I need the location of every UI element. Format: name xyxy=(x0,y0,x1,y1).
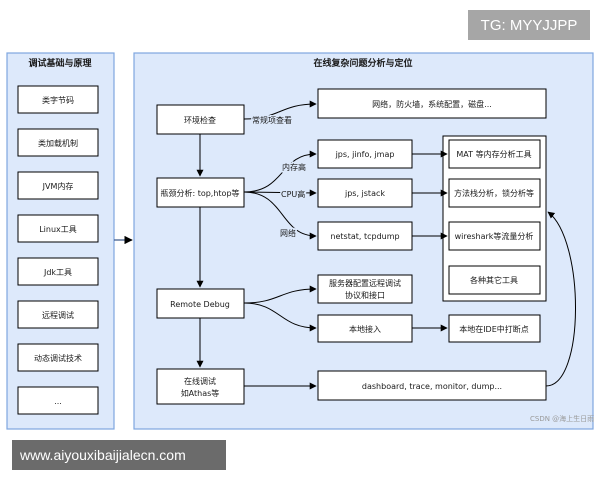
node-label: 环境检查 xyxy=(184,115,216,125)
arrow-bottleneck-to-jstack xyxy=(243,189,317,197)
left-item-linux-tools: Linux工具 xyxy=(17,214,99,243)
left-item-dynamic-debug: 动态调试技术 xyxy=(17,343,99,372)
node-label: 网络，防火墙，系统配置，磁盘... xyxy=(372,99,492,109)
node-jps-jstack: jps, jstack xyxy=(317,178,413,208)
node-env-check: 环境检查 xyxy=(156,104,245,135)
arrow-bottleneck-to-netstat xyxy=(243,191,317,240)
left-item-bytecode: 类字节码 xyxy=(17,85,99,114)
node-label: Remote Debug xyxy=(170,300,230,309)
node-label: 本地接入 xyxy=(349,324,381,334)
node-env-detail: 网络，防火墙，系统配置，磁盘... xyxy=(317,88,547,119)
arrow-bottleneck-to-jinfo xyxy=(243,150,317,193)
edge-label-routine: 常规项查看 xyxy=(252,115,292,125)
node-dashboard: dashboard, trace, monitor, dump... xyxy=(317,370,547,401)
node-label: 各种其它工具 xyxy=(470,275,518,285)
left-item-remote-debug: 远程调试 xyxy=(17,300,99,329)
node-other-tools: 各种其它工具 xyxy=(448,265,541,295)
arrow-env-to-detail xyxy=(243,100,317,120)
arrow-remote-to-local xyxy=(243,302,317,332)
node-wireshark: wireshark等流量分析 xyxy=(448,221,541,251)
left-item-label: 远程调试 xyxy=(42,310,74,320)
left-item-jdk-tools: Jdk工具 xyxy=(17,257,99,286)
left-item-label: 类字节码 xyxy=(42,95,74,105)
node-netstat-tcpdump: netstat, tcpdump xyxy=(317,221,413,251)
right-panel-title: 在线复杂问题分析与定位 xyxy=(313,57,412,69)
left-item-label: JVM内存 xyxy=(42,181,74,191)
node-label: 协议和接口 xyxy=(345,290,385,300)
watermark-badge: TG: MYYJJPP xyxy=(468,10,590,40)
node-label: 瓶颈分析: top,htop等 xyxy=(160,188,239,198)
left-item-classloading: 类加载机制 xyxy=(17,128,99,157)
left-item-ellipsis: ... xyxy=(17,386,99,415)
node-label: 方法栈分析，锁分析等 xyxy=(454,188,534,198)
node-remote-debug: Remote Debug xyxy=(156,288,245,319)
left-item-label: 类加载机制 xyxy=(38,138,78,148)
edge-label-cpu: CPU高 xyxy=(281,189,305,199)
node-label: jps, jstack xyxy=(344,189,385,198)
arrow-remote-to-server xyxy=(243,285,317,304)
arrow-dashboard-to-tools xyxy=(545,211,576,387)
left-panel: 调试基础与原理 类字节码 类加载机制 JVM内存 Linux工具 Jdk工具 远… xyxy=(6,52,115,430)
node-label: wireshark等流量分析 xyxy=(455,231,534,241)
left-item-jvm-memory: JVM内存 xyxy=(17,171,99,200)
node-bottleneck: 瓶颈分析: top,htop等 xyxy=(156,177,245,208)
left-item-label: ... xyxy=(54,397,62,406)
left-panel-title: 调试基础与原理 xyxy=(28,57,91,69)
node-local-ide: 本地在IDE中打断点 xyxy=(448,314,541,343)
node-online-debug: 在线调试 如Athas等 xyxy=(156,368,245,405)
node-label: 如Athas等 xyxy=(181,388,220,398)
node-mat: MAT 等内存分析工具 xyxy=(448,139,541,169)
edge-label-network: 网络 xyxy=(280,228,296,238)
node-label: 在线调试 xyxy=(184,376,216,386)
edge-label-memory: 内存高 xyxy=(282,162,306,172)
left-item-label: Jdk工具 xyxy=(43,268,72,277)
node-label: MAT 等内存分析工具 xyxy=(456,149,531,159)
node-label: 服务器配置远程调试 xyxy=(329,278,401,288)
left-item-label: Linux工具 xyxy=(39,225,77,234)
url-banner: www.aiyouxibaijialecn.com xyxy=(12,440,226,470)
csdn-credit: CSDN @海上生日雨 xyxy=(530,415,595,423)
right-panel: 在线复杂问题分析与定位 环境检查 网络，防火墙，系统配置，磁盘... 瓶颈分析:… xyxy=(133,52,594,430)
node-server-config: 服务器配置远程调试 协议和接口 xyxy=(317,274,413,304)
node-label: 本地在IDE中打断点 xyxy=(459,324,529,334)
node-jps-jinfo-jmap: jps, jinfo, jmap xyxy=(317,139,413,169)
node-label: dashboard, trace, monitor, dump... xyxy=(362,382,502,391)
left-item-label: 动态调试技术 xyxy=(34,353,82,363)
node-label: netstat, tcpdump xyxy=(330,232,399,241)
node-stack-analysis: 方法栈分析，锁分析等 xyxy=(448,178,541,208)
node-label: jps, jinfo, jmap xyxy=(335,150,395,159)
node-local-access: 本地接入 xyxy=(317,314,413,343)
